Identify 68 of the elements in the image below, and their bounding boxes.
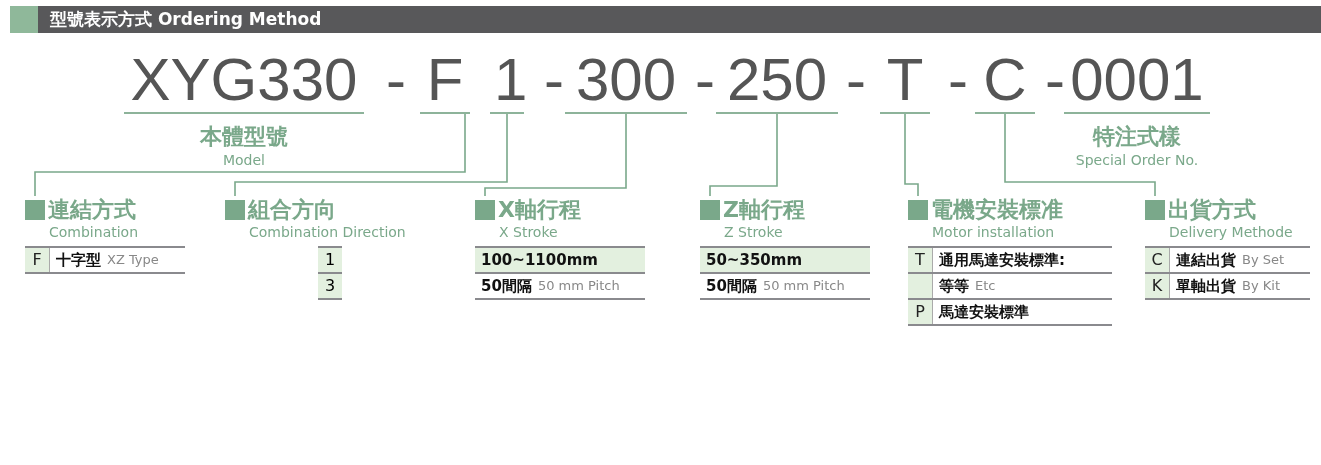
code-segment: 0001	[1064, 48, 1210, 114]
section-heading: Z軸行程	[723, 196, 805, 224]
table-row	[1145, 272, 1310, 300]
option-note: By Set	[1241, 251, 1285, 269]
table-row	[700, 246, 870, 272]
section-heading: 電機安裝標准	[931, 196, 1063, 224]
separator-dash: -	[386, 48, 406, 112]
table-row	[908, 246, 1112, 272]
code-segment: 1	[490, 48, 524, 114]
option-code: K	[1145, 274, 1170, 298]
option-code-cell: 1	[318, 246, 342, 272]
section-heading: 連結方式	[48, 196, 136, 224]
option-label: 50~350mm	[705, 250, 802, 271]
section-subheading: X Stroke	[499, 224, 559, 242]
table-row	[908, 298, 1112, 326]
code-segment: 300	[565, 48, 687, 114]
section-heading: 組合方向	[248, 196, 336, 224]
separator-dash: -	[846, 48, 866, 112]
option-label: 十字型	[55, 250, 101, 271]
section-subheading: Combination	[49, 224, 140, 242]
option-label: 馬達安裝標準	[937, 302, 1029, 323]
table-row	[908, 272, 1112, 298]
option-code: F	[25, 248, 50, 272]
option-label: 通用馬達安裝標準:	[938, 250, 1065, 271]
section-subheading: Combination Direction	[249, 224, 407, 242]
code-segment: 250	[716, 48, 838, 114]
leader-line	[904, 113, 919, 197]
code-segment: XYG330	[124, 48, 364, 114]
section-heading: X軸行程	[498, 196, 581, 224]
segment-subcaption: Model	[221, 152, 266, 168]
leader-line	[484, 113, 627, 197]
option-note: XZ Type	[106, 251, 159, 269]
code-segment: C	[975, 48, 1035, 114]
separator-dash: -	[948, 48, 968, 112]
table-row	[25, 246, 185, 274]
option-label: 等等	[938, 276, 969, 297]
option-code: C	[1145, 248, 1170, 272]
leader-line	[709, 113, 778, 197]
separator-dash: -	[1045, 48, 1065, 112]
section-subheading: Motor installation	[932, 224, 1056, 242]
option-label: 100~1100mm	[480, 250, 598, 271]
leader-line	[34, 113, 466, 197]
option-note: Etc	[974, 277, 996, 295]
option-label: 連結出貨	[1175, 250, 1236, 271]
option-code-cell: 3	[318, 272, 342, 300]
separator-dash: -	[695, 48, 715, 112]
option-label: 50間隔	[480, 276, 532, 297]
segment-caption: 本體型號	[199, 123, 289, 151]
option-label: 單軸出貨	[1175, 276, 1236, 297]
leader-line	[1004, 113, 1156, 197]
title: 型號表示方式 Ordering Method	[50, 8, 322, 31]
code-segment: F	[420, 48, 470, 114]
option-note: 50 mm Pitch	[761, 277, 845, 295]
leader-line	[234, 113, 508, 197]
option-note: By Kit	[1241, 277, 1280, 295]
table-row	[475, 246, 645, 272]
section-heading: 出貨方式	[1168, 196, 1256, 224]
option-note: 50 mm Pitch	[536, 277, 620, 295]
section-subheading: Z Stroke	[724, 224, 784, 242]
table-row	[1145, 246, 1310, 272]
option-code: P	[908, 300, 933, 324]
section-subheading: Delivery Methode	[1169, 224, 1294, 242]
code-segment: T	[880, 48, 930, 114]
segment-caption: 特注式樣	[1091, 123, 1182, 151]
option-code: T	[908, 248, 933, 272]
separator-dash: -	[544, 48, 564, 112]
segment-subcaption: Special Order No.	[1074, 152, 1200, 168]
option-label: 50間隔	[705, 276, 757, 297]
